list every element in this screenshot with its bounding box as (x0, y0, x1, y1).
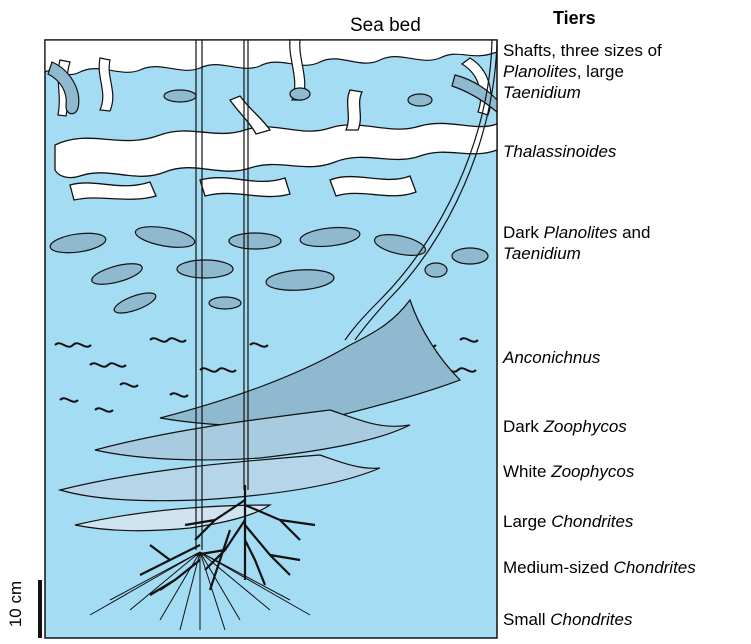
tier-text: White (503, 462, 551, 481)
tier-label-large-chondrites: Large Chondrites (503, 511, 633, 532)
tier-text: Dark (503, 417, 544, 436)
tier-label-thalassinoides: Thalassinoides (503, 141, 616, 162)
tier-label-white-zoophycos: White Zoophycos (503, 461, 634, 482)
tier-text: Dark (503, 223, 544, 242)
sea-bed-label: Sea bed (350, 15, 421, 37)
tier-label-dark-zoophycos: Dark Zoophycos (503, 416, 627, 437)
scale-label: 10 cm (6, 574, 26, 634)
tier-text: Small (503, 610, 550, 629)
tier-genus: Zoophycos (551, 462, 634, 481)
tier-text: Large (503, 512, 551, 531)
tier-text: Shafts, three sizes of (503, 41, 662, 60)
tier-genus: Planolites (544, 223, 618, 242)
tier-text: Medium-sized (503, 558, 614, 577)
tier-genus: Chondrites (614, 558, 696, 577)
tier-label-small-chondrites: Small Chondrites (503, 609, 632, 630)
tier-text: , large (577, 62, 624, 81)
tier-genus: Thalassinoides (503, 142, 616, 161)
tier-genus: Chondrites (551, 512, 633, 531)
tier-label-shafts: Shafts, three sizes of Planolites, large… (503, 40, 662, 103)
tier-label-medium-chondrites: Medium-sized Chondrites (503, 557, 696, 578)
tier-genus: Planolites (503, 62, 577, 81)
tier-genus: Zoophycos (544, 417, 627, 436)
tier-genus: Chondrites (550, 610, 632, 629)
tiers-heading: Tiers (553, 8, 596, 29)
tier-label-anconichnus: Anconichnus (503, 347, 600, 368)
tier-text: and (617, 223, 650, 242)
tier-genus: Taenidium (503, 244, 581, 263)
tier-label-dark-planolites: Dark Planolites and Taenidium (503, 222, 650, 264)
tier-genus: Anconichnus (503, 348, 600, 367)
tier-genus: Taenidium (503, 83, 581, 102)
